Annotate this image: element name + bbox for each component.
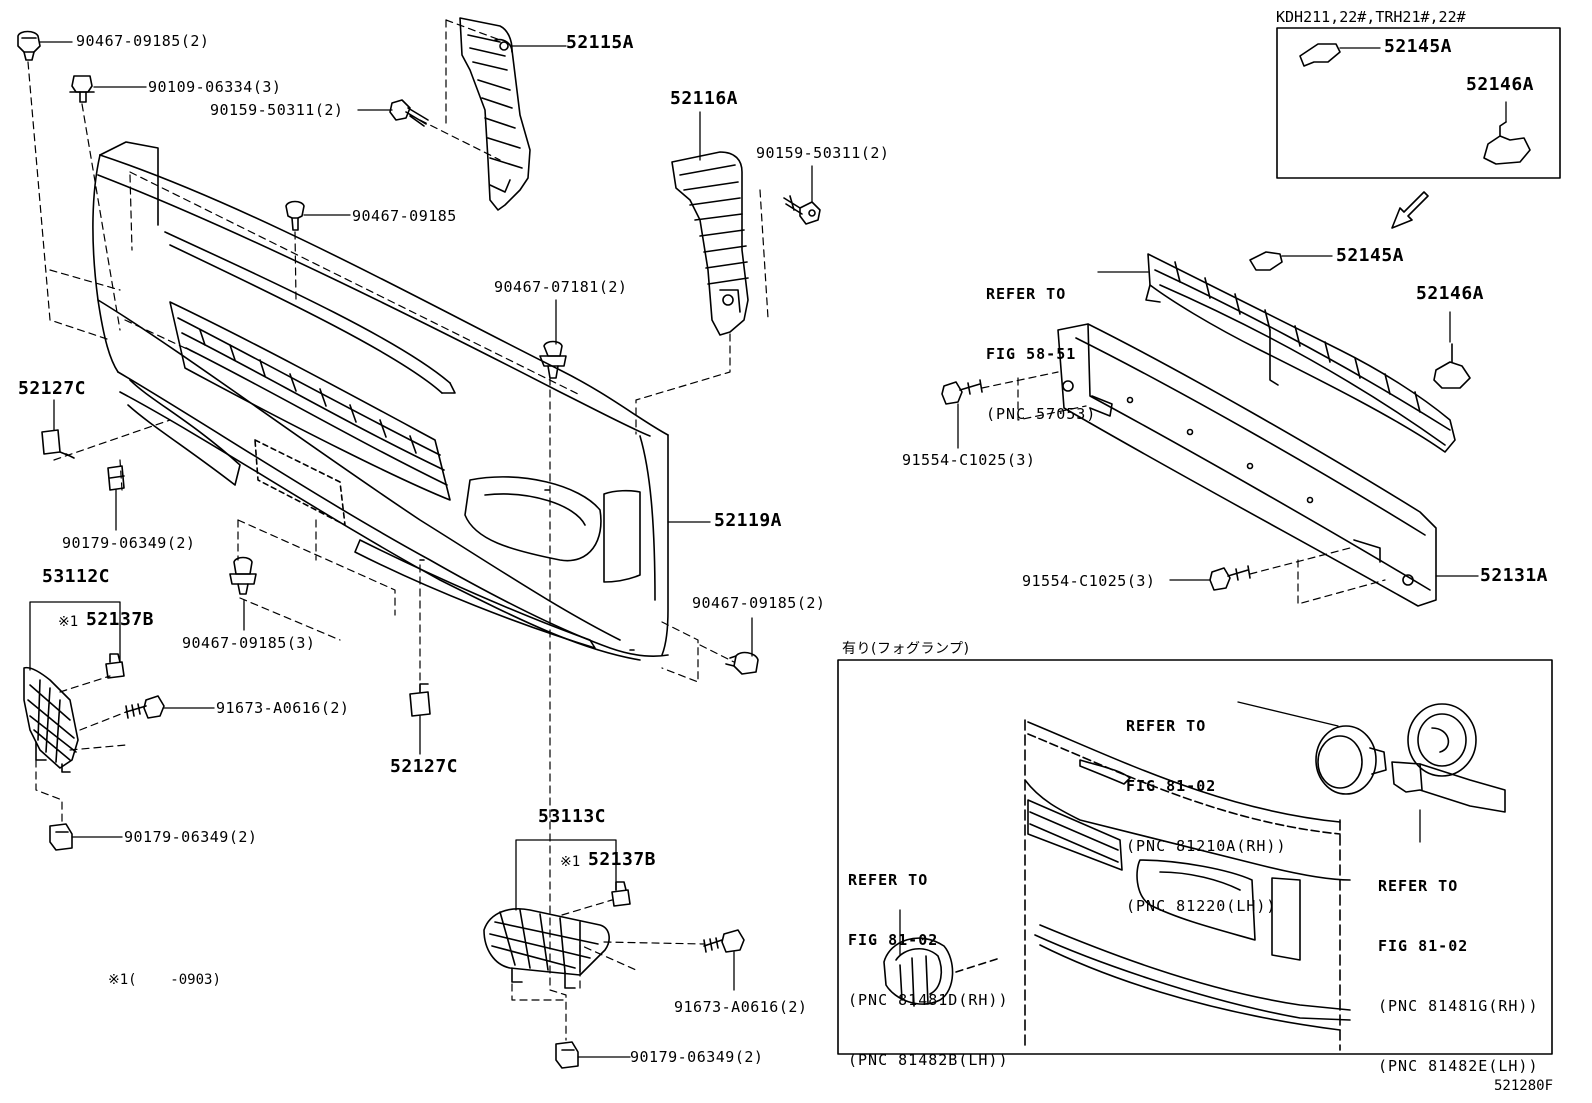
label-90467-09185-3: 90467-09185(3): [182, 634, 316, 652]
ref-fig-58-51: REFER TO FIG 58-51 (PNC 57053): [986, 244, 1096, 444]
nut-52137b-a: [106, 654, 124, 678]
label-91554-c1025-a: 91554-C1025(3): [902, 451, 1036, 469]
bolt-90109-06334: [70, 76, 94, 102]
clip-90467-09185-right: [726, 653, 758, 674]
bolt-91554-c1025-b: [1210, 566, 1250, 590]
label-90467-09185-top: 90467-09185(2): [76, 32, 210, 50]
label-52146a: 52146A: [1416, 283, 1485, 304]
label-53113c: 53113C: [538, 806, 607, 827]
ref-bezel-line2: FIG 81-02: [848, 931, 939, 949]
label-mark-1b: ※1: [560, 854, 581, 870]
nut-90179-06349-c: [556, 1042, 578, 1068]
ref-bezel-line1: REFER TO: [848, 871, 929, 889]
ref-bracket-line2: FIG 81-02: [1378, 937, 1469, 955]
label-kdh-variants: KDH211,22#,TRH21#,22#: [1276, 8, 1466, 26]
label-90467-09185-right: 90467-09185(2): [692, 594, 826, 612]
clip-90467-07181: [540, 342, 566, 379]
bracket-52115a: [460, 18, 530, 210]
nut-52137b-b: [612, 882, 630, 906]
label-52137b-a: 52137B: [86, 609, 155, 630]
ref-fog-lamp-line2: FIG 81-02: [1126, 777, 1217, 795]
bumper-cover-52119a: [93, 142, 668, 660]
label-91554-c1025-b: 91554-C1025(3): [1022, 572, 1156, 590]
dashed-assembly-lines-right: [982, 372, 1385, 604]
label-90179-06349-a: 90179-06349(2): [62, 534, 196, 552]
dashed-assembly-lines: [28, 20, 768, 1040]
leader-lines-right: [958, 256, 1478, 580]
screw-90159-50311-right: [784, 196, 820, 224]
ref-fog-lamp-line3: (PNC 81210A(RH)): [1126, 837, 1287, 855]
ref-bezel-line4: (PNC 81482B(LH)): [848, 1051, 1009, 1069]
ref-bracket-line1: REFER TO: [1378, 877, 1459, 895]
label-52145a-box: 52145A: [1384, 36, 1453, 57]
label-91673-a0616-a: 91673-A0616(2): [216, 699, 350, 717]
kdh-variant-box: [1277, 28, 1560, 178]
label-52127c-left: 52127C: [18, 378, 87, 399]
label-90467-09185-mid: 90467-09185: [352, 207, 457, 225]
label-52131a: 52131A: [1480, 565, 1549, 586]
label-52119a: 52119A: [714, 510, 783, 531]
ref-fig-81-02-bracket: REFER TO FIG 81-02 (PNC 81481G(RH)) (PNC…: [1378, 836, 1539, 1096]
label-53112c: 53112C: [42, 566, 111, 587]
label-90159-50311-left: 90159-50311(2): [210, 101, 344, 119]
bumper-reinforcement-upper: [1146, 254, 1455, 452]
bumper-reinforcement-52131a: [1058, 324, 1436, 606]
ref-bezel-line3: (PNC 81481D(RH)): [848, 991, 1009, 1009]
label-52137b-b: 52137B: [588, 849, 657, 870]
leader-lines: [30, 42, 812, 1057]
nut-90179-06349-b: [50, 824, 72, 850]
label-91673-a0616-b: 91673-A0616(2): [674, 998, 808, 1016]
label-90179-06349-b: 90179-06349(2): [124, 828, 258, 846]
grille-53112c: [24, 668, 78, 772]
clip-90467-09185-lower: [230, 558, 256, 595]
label-footnote: ※1( -0903): [108, 972, 221, 988]
label-90109-06334: 90109-06334(3): [148, 78, 282, 96]
ref-fog-lamp-line1: REFER TO: [1126, 717, 1207, 735]
part-52145a: [1250, 252, 1282, 270]
ref-fog-lamp-line4: (PNC 81220(LH)): [1126, 897, 1277, 915]
ref-fig-58-51-line1: REFER TO: [986, 285, 1067, 303]
label-mark-1a: ※1: [58, 614, 79, 630]
screw-91673-a0616-a: [126, 696, 164, 718]
clip-90467-09185-top: [18, 32, 40, 61]
label-52146a-box: 52146A: [1466, 74, 1535, 95]
screw-90159-50311-left: [390, 100, 428, 126]
screw-91673-a0616-b: [704, 930, 744, 952]
fog-lamp-box: [838, 660, 1552, 1054]
label-figure-number: 521280F: [1494, 1078, 1554, 1094]
ref-fig-81-02-bezel: REFER TO FIG 81-02 (PNC 81481D(RH)) (PNC…: [848, 830, 1009, 1090]
ref-bracket-line4: (PNC 81482E(LH)): [1378, 1057, 1539, 1075]
label-fog-lamp-section: 有り(フォグランプ): [842, 641, 970, 657]
bolt-91554-c1025-a: [942, 380, 982, 404]
label-90467-07181: 90467-07181(2): [494, 278, 628, 296]
label-90159-50311-right: 90159-50311(2): [756, 144, 890, 162]
label-52145a: 52145A: [1336, 245, 1405, 266]
label-52116a: 52116A: [670, 88, 739, 109]
bracket-52116a: [672, 152, 748, 335]
label-52127c-bottom: 52127C: [390, 756, 459, 777]
ref-fig-81-02-fog-lamp: REFER TO FIG 81-02 (PNC 81210A(RH)) (PNC…: [1126, 676, 1287, 936]
ref-fig-58-51-line3: (PNC 57053): [986, 405, 1097, 423]
arrow-icon: [1392, 192, 1428, 228]
clip-90467-09185-mid: [286, 202, 304, 231]
cover-52127c-left: [42, 430, 74, 458]
label-52115a: 52115A: [566, 32, 635, 53]
grille-53113c: [484, 909, 609, 988]
part-52146a: [1434, 344, 1470, 388]
ref-fig-58-51-line2: FIG 58-51: [986, 345, 1077, 363]
label-90179-06349-c: 90179-06349(2): [630, 1048, 764, 1066]
ref-bracket-line3: (PNC 81481G(RH)): [1378, 997, 1539, 1015]
